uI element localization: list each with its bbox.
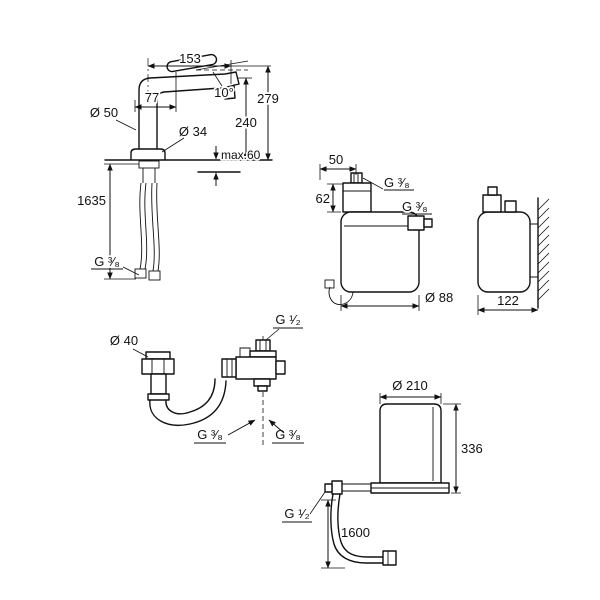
angle-fitting-cap xyxy=(147,393,170,401)
filter-assembly-view: G ¹⁄₂ Ø 40 G ³⁄₈ G ³⁄₈ xyxy=(108,310,304,446)
leader-base-diameter xyxy=(115,119,137,131)
boiler-side-view: 122 xyxy=(477,186,550,315)
boiler-connection-box xyxy=(342,182,372,213)
dim-ext-62 xyxy=(327,183,343,213)
leader-arrow-thread-right xyxy=(268,419,285,434)
dim-depth: 122 xyxy=(497,293,519,308)
wall-brackets xyxy=(530,223,538,278)
filter-flange xyxy=(249,350,277,358)
filter-bottom-port xyxy=(253,378,271,387)
dim-ext-1600 xyxy=(321,499,345,569)
boiler-hose-loop xyxy=(328,286,354,305)
tank-fitting-block xyxy=(331,480,343,495)
boiler-top-nipple xyxy=(350,172,363,184)
filter-bracket xyxy=(239,347,251,357)
dim-ext-d210 xyxy=(379,393,442,404)
dim-ext-1635 xyxy=(104,163,139,280)
dim-ext-336 xyxy=(443,403,461,494)
faucet-base-escutcheon xyxy=(130,148,166,161)
dim-fitting-diameter: Ø 40 xyxy=(110,333,138,348)
dim-hose-length: 1635 xyxy=(77,193,106,208)
boiler-body xyxy=(340,211,420,293)
tank-hose-connector xyxy=(382,550,397,566)
label-faucet-thread: G ³⁄₈ xyxy=(94,254,120,269)
boiler-front-dimensions: 50 62 G ³⁄₈ G ³⁄₈ Ø 88 xyxy=(314,150,455,311)
leader-fitting-diameter xyxy=(132,348,149,358)
boiler-side-box xyxy=(482,194,502,213)
dim-ext-d88 xyxy=(340,295,420,311)
boiler-front-view: 50 62 G ³⁄₈ G ³⁄₈ Ø 88 xyxy=(314,150,455,311)
dim-ext-153 xyxy=(230,60,271,84)
boiler-side-dimensions: 122 xyxy=(477,291,539,315)
leader-faucet-thread xyxy=(122,266,140,276)
tank-arm xyxy=(338,483,371,492)
dim-spout-height: 240 xyxy=(235,115,257,130)
dim-hole-diameter: Ø 34 xyxy=(179,124,207,139)
dim-tank-hose-length: 1600 xyxy=(341,525,370,540)
dim-neck-height: 62 xyxy=(316,191,330,206)
leader-filter-thread-top xyxy=(265,328,280,341)
tank-dimensions: Ø 210 336 G ¹⁄₂ 1600 xyxy=(282,376,484,569)
dim-ext-50 xyxy=(319,164,357,180)
boiler-hose-connector xyxy=(324,279,335,289)
angle-fitting-hex xyxy=(141,358,175,375)
hose-connector-right xyxy=(148,270,161,281)
filter-valve-body xyxy=(235,356,277,380)
boiler-side-fitting xyxy=(407,215,425,231)
dim-body-diameter: Ø 88 xyxy=(425,290,453,305)
filter-left-hex-nut xyxy=(221,358,237,378)
leader-tank-thread xyxy=(309,491,326,515)
hose-connector-left xyxy=(134,268,147,279)
dim-spout-reach: 153 xyxy=(179,51,201,66)
faucet-body-outline xyxy=(138,71,240,150)
tank-fitting-nipple xyxy=(324,483,333,493)
dim-tank-diameter: Ø 210 xyxy=(392,378,427,393)
dim-lever-angle: 10° xyxy=(214,85,234,100)
dim-lever-projection: 77 xyxy=(145,90,159,105)
angle-fitting-tube xyxy=(150,373,167,395)
leader-arrow-thread-left xyxy=(227,419,256,436)
supply-hoses xyxy=(139,182,160,272)
tank-body xyxy=(379,403,442,484)
label-boiler-thread-side: G ³⁄₈ xyxy=(402,199,428,214)
dim-base-diameter: Ø 50 xyxy=(90,105,118,120)
tank-hose xyxy=(330,493,384,564)
filter-dimensions: G ¹⁄₂ Ø 40 G ³⁄₈ G ³⁄₈ xyxy=(108,310,304,444)
dim-deck-thickness: max.60 xyxy=(221,148,261,162)
filter-top-connector xyxy=(255,339,271,352)
boiler-side-small-fitting xyxy=(504,200,517,213)
boiler-side-top-nipple xyxy=(487,186,498,196)
mounting-nut xyxy=(138,160,160,169)
dim-total-height: 279 xyxy=(257,91,279,106)
label-filter-thread-top: G ¹⁄₂ xyxy=(275,312,300,327)
filter-right-port xyxy=(275,360,286,375)
leader-boiler-thread-top xyxy=(362,177,384,190)
boiler-side-nipple xyxy=(423,218,433,228)
filter-connector-threads xyxy=(259,340,267,351)
angle-fitting-facets xyxy=(151,359,165,374)
dim-top-offset: 50 xyxy=(329,152,343,167)
leader-hole-diameter xyxy=(161,137,185,153)
angle-leader-line xyxy=(212,71,223,87)
label-filter-thread-left: G ³⁄₈ xyxy=(197,427,223,442)
dim-ext-77 xyxy=(134,72,177,112)
mounting-shank xyxy=(142,168,156,183)
boiler-nipple-threads xyxy=(353,173,359,183)
dim-tank-height: 336 xyxy=(461,441,483,456)
faucet-dimensions: 153 77 10° 240 279 Ø 50 Ø 34 max.60 1635… xyxy=(75,49,281,280)
label-boiler-thread-top: G ³⁄₈ xyxy=(384,175,410,190)
wall-hatching xyxy=(537,198,550,301)
label-tank-thread: G ¹⁄₂ xyxy=(284,506,309,521)
filter-hex-facets xyxy=(226,359,233,377)
boiler-side-body xyxy=(477,211,531,293)
tank-view: Ø 210 336 G ¹⁄₂ 1600 xyxy=(282,376,484,569)
filter-bottom-stub xyxy=(257,385,268,392)
filter-hose xyxy=(149,378,227,426)
angle-fitting-flange xyxy=(145,351,171,360)
faucet-view: 153 77 10° 240 279 Ø 50 Ø 34 max.60 1635… xyxy=(75,49,281,281)
